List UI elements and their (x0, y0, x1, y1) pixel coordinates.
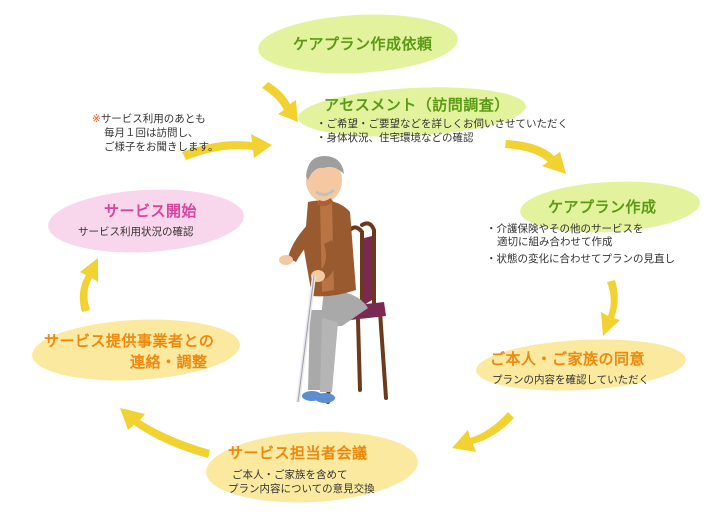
step-plan-item: 適切に組み合わせて作成 (497, 236, 613, 248)
note-line: 毎月１回は訪問し、 (104, 127, 199, 139)
note-line: ご様子をお聞きします。 (104, 141, 219, 153)
step-plan-item: 状態の変化に合わせてプランの見直し (486, 252, 676, 266)
step-request-title: ケアプラン作成依頼 (293, 35, 433, 53)
curved-arrow-icon (120, 408, 210, 458)
step-meeting-title: サービス担当者会議 (228, 444, 368, 462)
curved-arrow-icon (182, 134, 272, 160)
curved-arrow-icon (505, 140, 566, 174)
curved-arrow-icon (452, 412, 514, 452)
step-start-desc: サービス利用状況の確認 (78, 226, 194, 238)
note-mark: ※ (92, 113, 101, 125)
step-consent-desc: プランの内容を確認していただく (492, 374, 650, 386)
step-assessment-item: 身体状況、住宅環境などの確認 (316, 131, 474, 145)
curved-arrow-icon (601, 280, 620, 336)
curved-arrow-icon (262, 82, 298, 122)
step-meeting-desc: プラン内容についての意見交換 (228, 483, 375, 495)
step-assessment-item: ご希望・ご要望などを詳しくお伺いさせていただく (316, 117, 569, 131)
step-consent-title: ご本人・ご家族の同意 (490, 350, 646, 368)
step-plan-item: 介護保険やその他のサービスを (486, 222, 644, 236)
step-start-title: サービス開始 (104, 202, 198, 220)
elderly-man-on-chair-illustration (279, 156, 388, 404)
step-meeting-desc: ご本人・ご家族を含めて (232, 469, 348, 481)
step-coordination-title: 連絡・調整 (130, 353, 208, 371)
step-assessment-title: アセスメント（訪問調査） (324, 96, 510, 114)
monthly-visit-note: ※サービス利用のあとも 毎月１回は訪問し、 ご様子をお聞きします。 (92, 112, 218, 154)
curved-arrow-icon (79, 258, 98, 312)
step-plan-title: ケアプラン作成 (548, 198, 657, 216)
note-line: サービス利用のあとも (100, 113, 206, 125)
step-coordination-title: サービス提供事業者との (44, 332, 215, 350)
